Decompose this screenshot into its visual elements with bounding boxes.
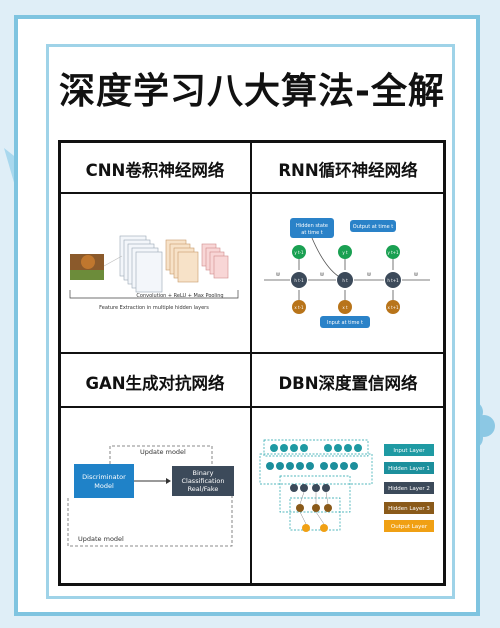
gan-heading: GAN生成对抗网络 [85, 374, 225, 393]
binary-label: Binary [193, 469, 214, 477]
binary-label-2: Classification [181, 477, 224, 485]
legend-hidden-layer-2: Hidden Layer 2 [388, 486, 430, 492]
weight-label-2: W [320, 272, 324, 277]
weight-label-3: W [367, 272, 371, 277]
legend-hidden-layer-3: Hidden Layer 3 [388, 506, 430, 512]
node-y-prev: y t-1 [294, 250, 304, 255]
hidden-state-label-2: at time t [301, 230, 322, 236]
legend-output-layer: Output Layer [391, 524, 428, 530]
discriminator-label: Discriminator [82, 473, 126, 481]
weight-label-4: W [414, 272, 418, 277]
node-h: h t [342, 278, 348, 283]
grid-divider-vertical [250, 140, 252, 586]
dbn-hidden-layer-1 [266, 462, 358, 470]
node-y-next: y t+1 [387, 250, 399, 255]
binary-label-3: Real/Fake [188, 485, 219, 493]
weight-label-1: W [276, 272, 280, 277]
hidden-state-box [290, 218, 334, 238]
dbn-hidden-layer-2 [290, 484, 330, 492]
discriminator-label-2: Model [94, 482, 114, 490]
node-h-prev: h t-1 [294, 278, 304, 283]
node-y: y t [342, 250, 348, 255]
cnn-caption: Feature Extraction in multiple hidden la… [99, 305, 209, 311]
grid-divider-head-top [58, 192, 446, 194]
legend-input-layer: Input Layer [393, 448, 425, 454]
grid-divider-head-bottom [58, 406, 446, 408]
page-title: 深度学习八大算法-全解 [59, 71, 445, 112]
output-label: Output at time t [353, 224, 393, 230]
node-h-next: h t+1 [387, 278, 399, 283]
dbn-output-layer [302, 524, 328, 532]
node-x-prev: x t-1 [294, 305, 304, 310]
dbn-hidden-layer-3 [296, 504, 332, 512]
output-box [350, 220, 396, 232]
dbn-legend: Input Layer Hidden Layer 1 Hidden Layer … [384, 444, 434, 532]
hidden-state-label: Hidden state [296, 223, 328, 229]
input-label: Input at time t [327, 320, 363, 326]
rnn-hidden-nodes [291, 272, 401, 288]
input-box [320, 316, 370, 328]
update-model-top-label: Update model [140, 448, 186, 456]
update-model-bottom-label: Update model [78, 535, 124, 543]
grid-divider-middle [58, 352, 446, 354]
node-x-next: x t+1 [387, 305, 399, 310]
node-x: x t [342, 305, 348, 310]
binary-classification-box [172, 466, 234, 496]
algorithm-grid [58, 140, 446, 586]
feature-maps [119, 235, 163, 293]
dbn-diagram: Input Layer Hidden Layer 1 Hidden Layer … [259, 439, 434, 532]
cnn-diagram: Convolution + ReLU + Max Pooling Feature… [69, 235, 239, 311]
rnn-output-nodes [292, 245, 400, 259]
discriminator-box [74, 464, 134, 498]
dbn-heading: DBN深度置信网络 [278, 374, 418, 393]
legend-hidden-layer-1: Hidden Layer 1 [388, 466, 430, 472]
rnn-diagram: Hidden state at time t Output at time t … [264, 218, 430, 328]
cnn-ops-label: Convolution + ReLU + Max Pooling [136, 293, 223, 299]
rnn-heading: RNN循环神经网络 [278, 161, 418, 180]
gan-diagram: Update model Discriminator Model Binary … [67, 445, 234, 547]
cnn-heading: CNN卷积神经网络 [85, 161, 225, 180]
dbn-input-layer [270, 444, 362, 452]
rnn-input-nodes [292, 300, 400, 314]
